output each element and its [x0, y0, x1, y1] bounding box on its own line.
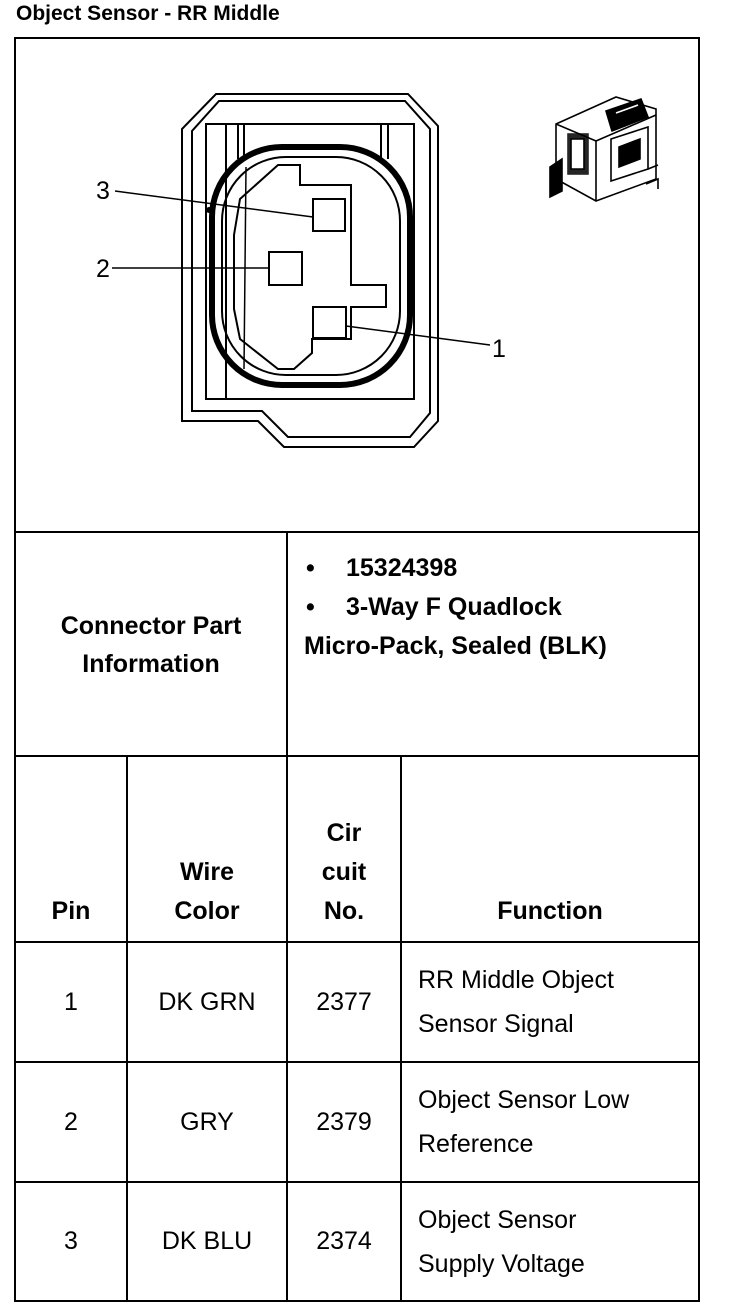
table-row-3-pin: 3 — [64, 1227, 78, 1255]
connector-wall — [205, 123, 415, 400]
connector-housing-outline — [181, 93, 439, 448]
pin-2-cavity — [268, 251, 303, 286]
table-row-2-wire-color: GRY — [180, 1107, 234, 1136]
connector-type: 3-Way F Quadlock — [346, 593, 562, 621]
connector-diagram: 3 2 1 — [16, 39, 698, 533]
table-row-2-function: Object Sensor Low Reference — [418, 1086, 630, 1158]
table-row-1-function: RR Middle Object Sensor Signal — [418, 966, 614, 1038]
connector-info-label: Connector Part Information — [16, 535, 286, 755]
table-row-1-circuit: 2377 — [316, 987, 372, 1016]
pin-3-cavity — [312, 198, 346, 232]
header-wire-color: Wire Color — [174, 858, 240, 925]
divider — [16, 1181, 698, 1183]
pin-3-leader — [114, 190, 314, 218]
table-row-3-wire-color: DK BLU — [161, 1227, 253, 1255]
connector-info-label-text: Connector Part Information — [60, 612, 242, 678]
pin-3-label: 3 — [96, 177, 110, 205]
table-row-1-pin: 1 — [64, 987, 78, 1016]
divider — [16, 531, 698, 533]
divider — [16, 1061, 698, 1063]
table-row-3-circuit: 2374 — [316, 1227, 372, 1255]
connector-face-svg: 3 2 1 — [96, 93, 659, 448]
divider — [286, 533, 288, 757]
page-title: Object Sensor - RR Middle — [16, 2, 280, 25]
table-row-2-circuit: 2379 — [316, 1107, 372, 1136]
connector-description: Micro-Pack, Sealed (BLK) — [304, 632, 607, 660]
table-row-2-pin: 2 — [64, 1107, 78, 1136]
connector-housing-inner-outline — [191, 100, 431, 438]
divider — [126, 757, 128, 1300]
header-function: Function — [497, 897, 603, 925]
seal-ring — [209, 144, 413, 388]
divider — [286, 757, 288, 1300]
part-number: 15324398 — [346, 554, 458, 582]
header-pin: Pin — [51, 897, 91, 925]
header-circuit: Cir cuit No. — [321, 819, 367, 925]
pin-2-label: 2 — [96, 255, 110, 283]
divider — [400, 757, 402, 1300]
terminal-insert — [233, 164, 387, 370]
bullet-item: •3-Way F Quadlock — [304, 588, 698, 627]
pin-1-leader — [345, 325, 491, 346]
divider — [16, 755, 698, 757]
table-row-3-function: Object Sensor Supply Voltage — [418, 1205, 585, 1278]
pin-1-cavity — [312, 306, 347, 339]
pin-1-label: 1 — [492, 335, 506, 363]
connector-sheet: 3 2 1 Connector Part Inf — [14, 37, 700, 1302]
table-row-1-wire-color: DK GRN — [158, 987, 256, 1016]
divider — [16, 941, 698, 943]
connector-info-value: •15324398 •3-Way F Quadlock Micro-Pack, … — [288, 535, 698, 755]
bullet-item: •15324398 — [304, 549, 698, 588]
connector-3d-illustration — [549, 96, 659, 202]
